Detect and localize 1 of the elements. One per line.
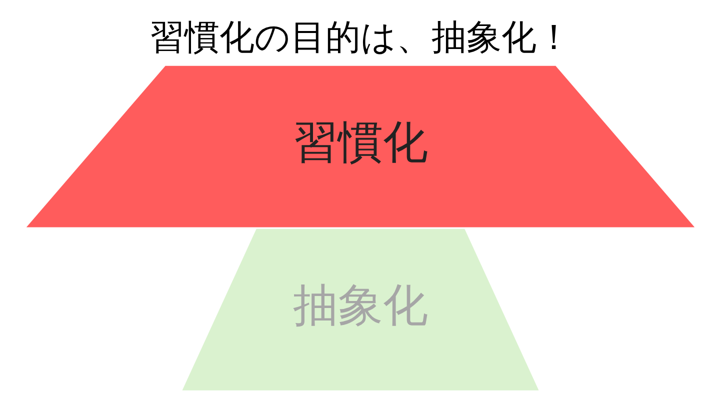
- diagram-title: 習慣化の目的は、抽象化！: [149, 17, 571, 58]
